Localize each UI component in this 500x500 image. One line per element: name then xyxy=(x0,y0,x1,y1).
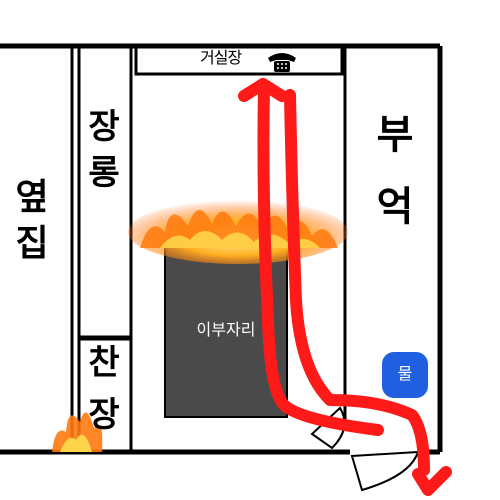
neighbor-house-char-2: 집 xyxy=(15,223,49,264)
wardrobe-char-1: 장 xyxy=(88,107,120,147)
cupboard-label: 찬 장 xyxy=(82,346,126,450)
telephone-icon xyxy=(268,53,296,72)
living-room-cabinet-box xyxy=(134,44,344,76)
fire-icon-small xyxy=(52,412,103,452)
cupboard-char-1: 찬 xyxy=(88,343,120,383)
wardrobe-char-2: 롱 xyxy=(88,153,120,193)
living-room-cabinet-label: 거실장 xyxy=(200,48,242,67)
escape-route-arrow xyxy=(238,78,452,496)
kitchen-label: 부 억 xyxy=(370,115,420,259)
water-label: 물 xyxy=(397,364,413,383)
neighbor-house-char-1: 옆 xyxy=(15,177,49,218)
kitchen-char-2: 억 xyxy=(376,184,414,230)
water-badge xyxy=(382,352,428,398)
wardrobe-label: 장 롱 xyxy=(82,110,126,202)
fire-icon xyxy=(128,200,348,264)
cupboard-char-2: 장 xyxy=(88,395,120,435)
bed-label: 이부자리 xyxy=(196,320,256,339)
kitchen-char-1: 부 xyxy=(376,112,414,158)
neighbor-house-label: 옆 집 xyxy=(10,180,54,272)
